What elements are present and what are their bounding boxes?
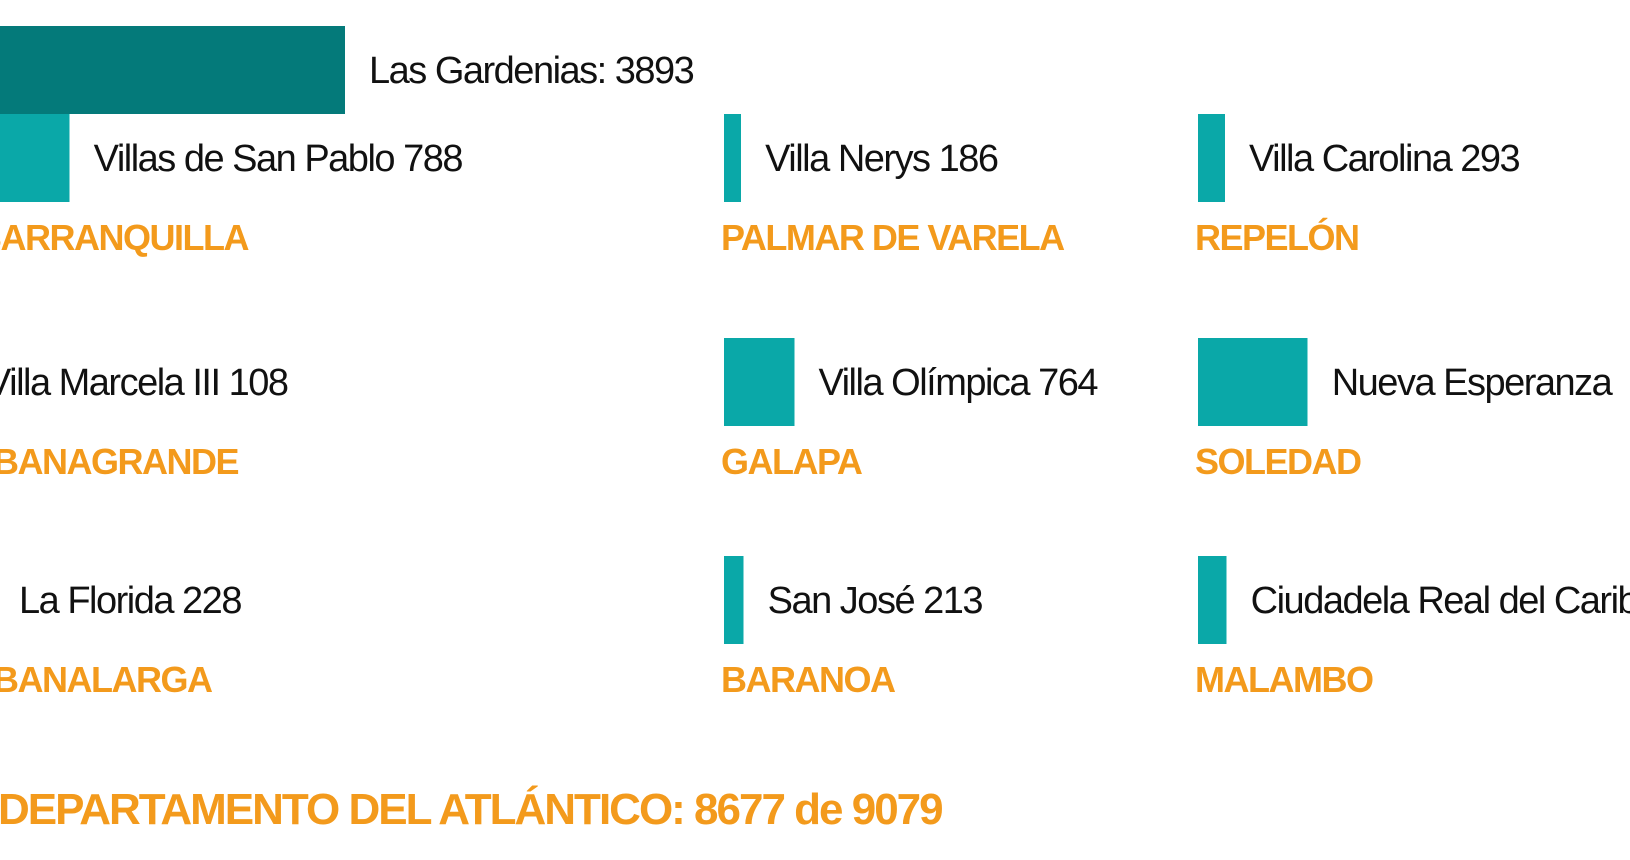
bar-1 bbox=[0, 26, 345, 114]
municipality-label-2: BARRANQUILLA bbox=[0, 217, 249, 258]
municipality-label-10: MALAMBO bbox=[1195, 659, 1373, 700]
municipality-label-4: REPELÓN bbox=[1195, 216, 1359, 258]
municipality-label-7: SOLEDAD bbox=[1195, 441, 1361, 482]
municipality-label-9: BARANOA bbox=[721, 659, 896, 700]
bar-label-4: Villa Carolina 293 bbox=[1249, 138, 1520, 180]
municipality-label-5: SABANAGRANDE bbox=[0, 441, 238, 482]
bar-label-9: San José 213 bbox=[768, 580, 983, 622]
bar-7 bbox=[1198, 338, 1308, 426]
municipality-label-6: GALAPA bbox=[721, 441, 863, 482]
municipality-label-3: PALMAR DE VARELA bbox=[721, 217, 1065, 258]
bar-label-10: Ciudadela Real del Caribe bbox=[1251, 580, 1630, 622]
bar-label-2: Villas de San Pablo 788 bbox=[94, 138, 463, 180]
bar-label-5: Villa Marcela III 108 bbox=[0, 362, 288, 404]
bar-label-8: La Florida 228 bbox=[19, 580, 241, 622]
bar-label-3: Villa Nerys 186 bbox=[765, 138, 998, 180]
bar-4 bbox=[1198, 114, 1226, 202]
bar-6 bbox=[724, 338, 795, 426]
bar-2 bbox=[0, 114, 70, 202]
bar-label-6: Villa Olímpica 764 bbox=[818, 362, 1098, 404]
bar-9 bbox=[724, 556, 744, 644]
department-total: DEPARTAMENTO DEL ATLÁNTICO: 8677 de 9079 bbox=[0, 784, 942, 834]
bar-label-7: Nueva Esperanza bbox=[1332, 362, 1614, 404]
bar-10 bbox=[1198, 556, 1227, 644]
municipality-label-8: SABANALARGA bbox=[0, 659, 213, 700]
bar-label-1: Las Gardenias: 3893 bbox=[369, 50, 694, 92]
bar-3 bbox=[724, 114, 742, 202]
